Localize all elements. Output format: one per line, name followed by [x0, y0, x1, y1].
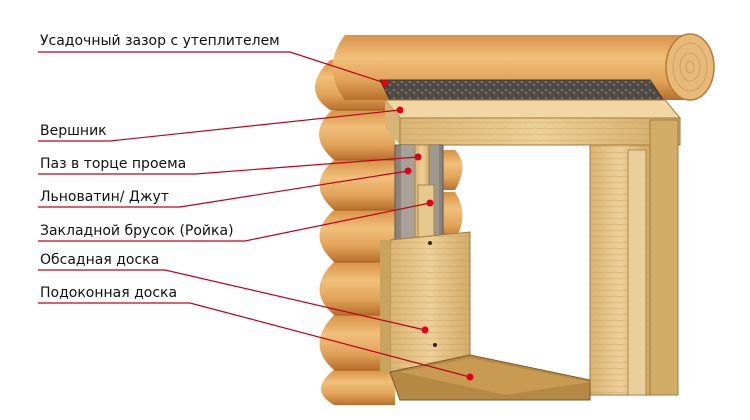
label-embedded-bar: Закладной брусок (Ройка)	[40, 223, 234, 239]
label-shrink-gap: Усадочный зазор с утеплителем	[40, 33, 280, 49]
label-sill-board: Подоконная доска	[40, 285, 177, 301]
marker-header	[396, 106, 404, 114]
label-header-beam: Вершник	[40, 123, 107, 139]
marker-shrink-gap	[381, 79, 389, 87]
marker-groove	[414, 153, 422, 161]
label-casing-board: Обсадная доска	[40, 252, 159, 268]
casing-board	[380, 231, 471, 373]
label-groove: Паз в торце проема	[40, 156, 186, 172]
header-beam	[383, 99, 682, 146]
marker-casing	[421, 326, 429, 334]
right-casing	[589, 119, 679, 396]
marker-jute	[404, 167, 412, 175]
label-flax-jute: Льноватин/ Джут	[40, 189, 169, 205]
leader-markers	[381, 79, 474, 381]
leader-lines	[38, 51, 471, 378]
embedded-bar	[414, 144, 435, 241]
sill-board	[389, 354, 591, 401]
marker-bar	[426, 199, 434, 207]
marker-sill	[466, 373, 474, 381]
